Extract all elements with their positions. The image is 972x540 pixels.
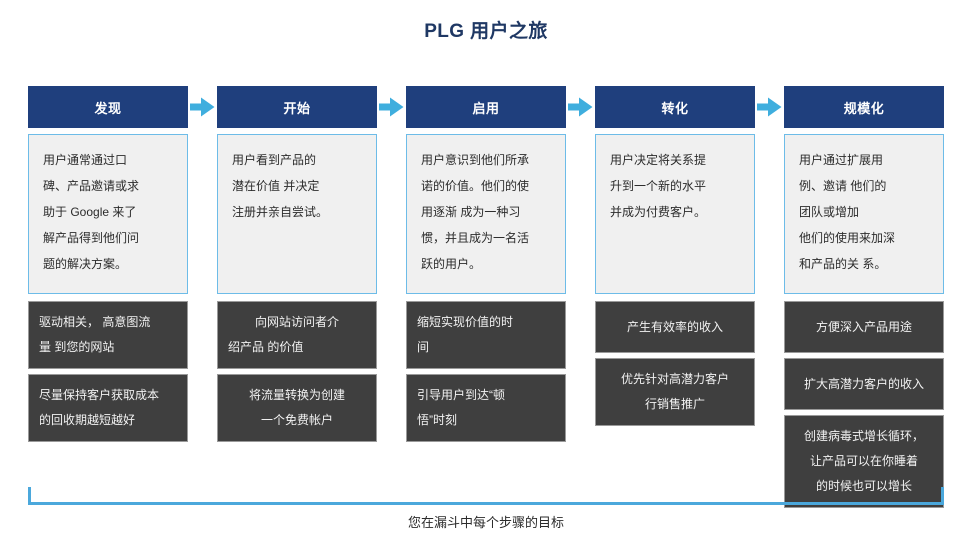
goal-box[interactable]: 产生有效率的收入 xyxy=(595,301,755,353)
stage-arrow-1 xyxy=(188,86,217,128)
stage-description-2: 用户看到产品的潜在价值 并决定注册并亲自尝试。 xyxy=(217,134,377,294)
arrow-right-icon xyxy=(757,97,782,117)
goal-box[interactable]: 优先针对高潜力客户行销售推广 xyxy=(595,358,755,426)
goal-text: 尽量保持客户获取成本的回收期越短越好 xyxy=(39,383,177,433)
stage-column-3: 启用用户意识到他们所承诺的价值。他们的使用逐渐 成为一种习惯，并且成为一名活跃的… xyxy=(406,86,566,442)
stage-goals-5: 方便深入产品用途扩大高潜力客户的收入创建病毒式增长循环， 让产品可以在你睡着的时候… xyxy=(784,301,944,508)
goal-line: 优先针对高潜力客户 xyxy=(620,372,729,386)
description-line: 和产品的关 系。 xyxy=(799,257,887,271)
description-line: 惯，并且成为一名活 xyxy=(421,231,530,245)
stage-description-1: 用户通常通过口碑、产品邀请或求助于 Google 来了解产品得到他们问题的解决方… xyxy=(28,134,188,294)
goal-line: 的时候也可以增长 xyxy=(815,479,912,493)
description-line: 注册并亲自尝试。 xyxy=(232,205,329,219)
description-line: 团队或增加 xyxy=(799,205,860,219)
goal-line: 悟”时刻 xyxy=(417,413,457,427)
description-line: 用户意识到他们所承 xyxy=(421,153,530,167)
goal-box[interactable]: 方便深入产品用途 xyxy=(784,301,944,353)
goal-line: 将流量转换为创建 xyxy=(248,388,345,402)
description-line: 用户看到产品的 xyxy=(232,153,317,167)
description-line: 用户通过扩展用 xyxy=(799,153,884,167)
goal-text: 向网站访问者介绍产品 的价值 xyxy=(228,310,366,360)
goal-box[interactable]: 尽量保持客户获取成本的回收期越短越好 xyxy=(28,374,188,442)
arrow-right-icon xyxy=(190,97,215,117)
description-line: 并成为付费客户。 xyxy=(610,205,707,219)
goal-text: 将流量转换为创建一个免费帐户 xyxy=(228,383,366,433)
goal-box[interactable]: 驱动相关， 高意图流量 到您的网站 xyxy=(28,301,188,369)
stage-column-2: 开始用户看到产品的潜在价值 并决定注册并亲自尝试。向网站访问者介绍产品 的价值将… xyxy=(217,86,377,442)
description-line: 助于 Google 来了 xyxy=(43,205,137,219)
goal-text: 驱动相关， 高意图流量 到您的网站 xyxy=(39,310,177,360)
stage-header-5[interactable]: 规模化 xyxy=(784,86,944,128)
goal-box[interactable]: 引导用户到达“顿悟”时刻 xyxy=(406,374,566,442)
goal-line: 方便深入产品用途 xyxy=(815,319,912,334)
stage-description-4: 用户决定将关系提升到一个新的水平并成为付费客户。 xyxy=(595,134,755,294)
goal-line: 行销售推广 xyxy=(644,397,705,411)
stage-header-1[interactable]: 发现 xyxy=(28,86,188,128)
stage-header-3[interactable]: 启用 xyxy=(406,86,566,128)
stage-header-4[interactable]: 转化 xyxy=(595,86,755,128)
funnel-stages: 发现用户通常通过口碑、产品邀请或求助于 Google 来了解产品得到他们问题的解… xyxy=(28,86,944,508)
stage-goals-1: 驱动相关， 高意图流量 到您的网站尽量保持客户获取成本的回收期越短越好 xyxy=(28,301,188,442)
goal-box[interactable]: 扩大高潜力客户的收入 xyxy=(784,358,944,410)
goal-text: 引导用户到达“顿悟”时刻 xyxy=(417,383,555,433)
goal-line: 一个免费帐户 xyxy=(260,413,333,427)
arrow-right-icon xyxy=(568,97,593,117)
goal-box[interactable]: 缩短实现价值的时间 xyxy=(406,301,566,369)
stage-arrow-2 xyxy=(377,86,406,128)
goal-text: 创建病毒式增长循环， 让产品可以在你睡着的时候也可以增长 xyxy=(795,424,933,499)
goal-line: 引导用户到达“顿 xyxy=(417,388,505,402)
description-line: 例、邀请 他们的 xyxy=(799,179,887,193)
description-line: 用户通常通过口 xyxy=(43,153,128,167)
goal-line: 间 xyxy=(417,340,430,354)
stage-header-2[interactable]: 开始 xyxy=(217,86,377,128)
goal-line: 量 到您的网站 xyxy=(39,340,115,354)
goal-box[interactable]: 创建病毒式增长循环， 让产品可以在你睡着的时候也可以增长 xyxy=(784,415,944,508)
goal-line: 产生有效率的收入 xyxy=(626,319,723,334)
goal-line: 缩短实现价值的时 xyxy=(417,315,514,329)
goal-text: 扩大高潜力客户的收入 xyxy=(795,372,933,397)
goal-box[interactable]: 向网站访问者介绍产品 的价值 xyxy=(217,301,377,369)
goal-text: 优先针对高潜力客户行销售推广 xyxy=(606,367,744,417)
goal-line: 向网站访问者介 xyxy=(254,315,339,329)
stage-column-5: 规模化用户通过扩展用例、邀请 他们的团队或增加他们的使用来加深和产品的关 系。方… xyxy=(784,86,944,508)
description-line: 用逐渐 成为一种习 xyxy=(421,205,521,219)
stage-column-1: 发现用户通常通过口碑、产品邀请或求助于 Google 来了解产品得到他们问题的解… xyxy=(28,86,188,442)
stage-arrow-3 xyxy=(566,86,595,128)
bracket-shape xyxy=(28,487,944,505)
description-line: 跃的用户。 xyxy=(421,257,482,271)
description-line: 题的解决方案。 xyxy=(43,257,128,271)
goal-text: 缩短实现价值的时间 xyxy=(417,310,555,360)
stage-description-5: 用户通过扩展用例、邀请 他们的团队或增加他们的使用来加深和产品的关 系。 xyxy=(784,134,944,294)
funnel-bracket xyxy=(28,487,944,505)
goal-text: 方便深入产品用途 xyxy=(795,315,933,340)
stage-goals-3: 缩短实现价值的时间引导用户到达“顿悟”时刻 xyxy=(406,301,566,442)
goal-line: 驱动相关， 高意图流 xyxy=(39,315,151,329)
description-line: 他们的使用来加深 xyxy=(799,231,896,245)
description-line: 潜在价值 并决定 xyxy=(232,179,320,193)
description-line: 解产品得到他们问 xyxy=(43,231,140,245)
goal-line: 扩大高潜力客户的收入 xyxy=(803,376,924,391)
goal-box[interactable]: 将流量转换为创建一个免费帐户 xyxy=(217,374,377,442)
description-line: 用户决定将关系提 xyxy=(610,153,707,167)
goal-line: 尽量保持客户获取成本 xyxy=(39,388,160,402)
stage-description-3: 用户意识到他们所承诺的价值。他们的使用逐渐 成为一种习惯，并且成为一名活跃的用户… xyxy=(406,134,566,294)
stage-goals-4: 产生有效率的收入优先针对高潜力客户行销售推广 xyxy=(595,301,755,426)
goal-line: 的回收期越短越好 xyxy=(39,413,136,427)
arrow-right-icon xyxy=(379,97,404,117)
funnel-caption: 您在漏斗中每个步骤的目标 xyxy=(407,515,564,530)
goal-line: 创建病毒式增长循环， xyxy=(803,429,924,443)
goal-line: 让产品可以在你睡着 xyxy=(809,454,918,468)
stage-arrow-4 xyxy=(755,86,784,128)
stage-column-4: 转化用户决定将关系提升到一个新的水平并成为付费客户。产生有效率的收入优先针对高潜… xyxy=(595,86,755,426)
goal-text: 产生有效率的收入 xyxy=(606,315,744,340)
page-title: PLG 用户之旅 xyxy=(424,21,548,42)
description-line: 诺的价值。他们的使 xyxy=(421,179,530,193)
goal-line: 绍产品 的价值 xyxy=(228,340,304,354)
description-line: 碑、产品邀请或求 xyxy=(43,179,140,193)
stage-goals-2: 向网站访问者介绍产品 的价值将流量转换为创建一个免费帐户 xyxy=(217,301,377,442)
description-line: 升到一个新的水平 xyxy=(610,179,707,193)
